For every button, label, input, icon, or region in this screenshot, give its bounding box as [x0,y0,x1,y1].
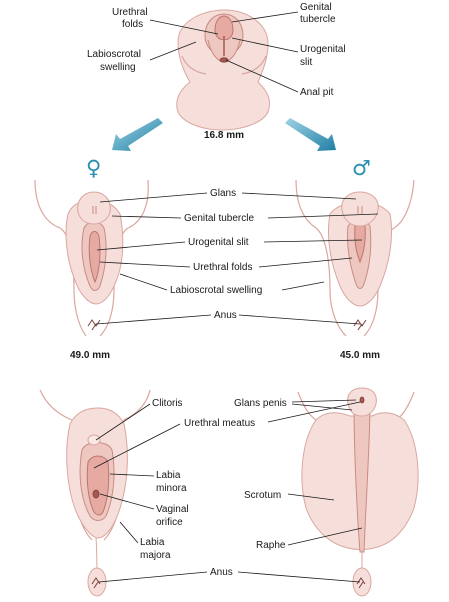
arrow-to-female-icon [112,118,163,151]
scrotum-label: Scrotum [244,490,281,501]
raphe-label: Raphe [256,540,286,551]
urethral-meatus-label: Urethral meatus [184,418,255,429]
indifferent-stage-illustration [176,9,271,131]
labia-majora-label-line1: Labia [140,537,165,548]
urethral-folds-label-line2: folds [122,19,143,30]
genital-tubercle-label: Genital tubercle [184,213,254,224]
male-differentiated-illustration [297,387,419,597]
vaginal-orifice-label-line1: Vaginal [156,504,189,515]
male-symbol-icon: ♂ [352,156,371,180]
anus-label-stage3: Anus [210,567,233,578]
labia-majora-label-line2: majora [140,550,171,561]
labioscrotal-swelling-label-line2: swelling [100,62,136,73]
urogenital-slit-label-line1: Urogenital [300,44,346,55]
male-size-label: 45.0 mm [340,350,380,361]
female-size-label: 49.0 mm [70,350,110,361]
vaginal-orifice-label-line2: orifice [156,517,183,528]
genital-tubercle-label-line2: tubercle [300,14,336,25]
stage1-size-label: 16.8 mm [204,130,244,141]
labia-minora-label-line2: minora [156,483,187,494]
female-49mm-illustration [34,179,149,337]
urethral-folds-label: Urethral folds [193,262,252,273]
urogenital-slit-label: Urogenital slit [188,237,249,248]
female-symbol-icon: ♀ [86,156,101,180]
glans-label: Glans [210,188,236,199]
labioscrotal-swelling-label-line1: Labioscrotal [87,49,141,60]
urogenital-slit-label-line2: slit [300,57,312,68]
labioscrotal-swelling-label: Labioscrotal swelling [170,285,262,296]
arrow-to-male-icon [285,118,336,151]
glans-penis-label: Glans penis [234,398,287,409]
clitoris-label: Clitoris [152,398,183,409]
labia-minora-label-line1: Labia [156,470,181,481]
urethral-folds-label-line1: Urethral [112,7,148,18]
male-45mm-illustration [295,179,415,337]
genital-tubercle-label-line1: Genital [300,2,332,13]
anus-label-stage2: Anus [214,310,237,321]
anal-pit-label: Anal pit [300,87,334,98]
female-differentiated-illustration [39,389,151,597]
